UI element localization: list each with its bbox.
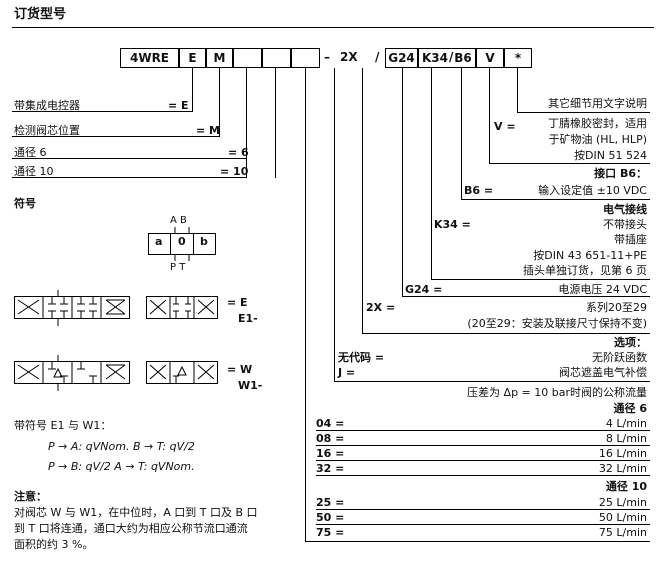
2x-note: (20至29：安装及联接尺寸保持不变): [467, 317, 647, 330]
symbol-e-label: = E: [227, 296, 248, 309]
ng10-label: 通径 10: [14, 165, 54, 178]
star-line-1: 其它细节用文字说明: [548, 97, 647, 110]
code-e: E: [179, 48, 206, 68]
k34-line-4: 插头单独订货，见第 6 页: [523, 264, 647, 277]
2x-desc: 系列20至29: [586, 301, 647, 314]
sym-cell-b: b: [200, 235, 208, 248]
none-code: 无代码 =: [338, 351, 385, 364]
ng6-row-value: 32 L/min: [598, 462, 647, 475]
b6-desc: 输入设定值 ±10 VDC: [538, 184, 647, 197]
valve-symbol-e1: [14, 290, 130, 330]
symbols-heading: 符号: [14, 197, 36, 210]
flow-heading: 压差为 Δp = 10 bar时阀的公称流量: [467, 386, 647, 399]
ng10-flow-heading: 通径 10: [605, 480, 647, 493]
ng6-row-value: 4 L/min: [605, 417, 647, 430]
symbol-e1-label: E1-: [238, 312, 258, 325]
code-2x: 2X: [340, 50, 358, 64]
ng10-row-code: 75 =: [316, 526, 345, 539]
option-m-code: = M: [196, 124, 220, 137]
g24-code: G24 =: [405, 283, 443, 296]
j-desc: 阀芯遮盖电气补偿: [559, 366, 647, 379]
ng6-row-code: 16 =: [316, 447, 345, 460]
e1w1-note: 带符号 E1 与 W1：: [14, 419, 112, 432]
code-k34: K34: [418, 48, 451, 68]
spool-symbol-center: [148, 227, 216, 265]
ng6-row-code: 08 =: [316, 432, 345, 445]
options-heading: 选项：: [614, 336, 647, 349]
code-slash-2: /: [449, 50, 454, 64]
b6-code: B6 =: [464, 184, 494, 197]
code-v: V: [476, 48, 504, 68]
sym-ports-top: A B: [170, 215, 187, 226]
ng6-flow-heading: 通径 6: [613, 402, 647, 415]
v-code: V =: [494, 120, 516, 133]
star-line-4: 按DIN 51 524: [574, 149, 647, 162]
option-e-code: = E: [168, 99, 189, 112]
ng6-row-code: 04 =: [316, 417, 345, 430]
ng6-row-value: 8 L/min: [605, 432, 647, 445]
code-blank-2: [262, 48, 291, 68]
code-4wre: 4WRE: [120, 48, 179, 68]
option-m-label: 检测阀芯位置: [14, 124, 80, 137]
valve-symbol-w: [146, 355, 218, 395]
formula-1: P → A: qVNom. B → T: qV/2: [48, 440, 195, 453]
sym-ports-bottom: P T: [170, 262, 186, 273]
ng6-row-code: 32 =: [316, 462, 345, 475]
ng6-code: = 6: [228, 146, 249, 159]
ng10-row-value: 25 L/min: [598, 496, 647, 509]
code-blank-3: [291, 48, 320, 68]
note-heading: 注意：: [14, 490, 47, 503]
2x-code: 2X =: [366, 301, 396, 314]
j-code: J =: [338, 366, 356, 379]
code-g24: G24: [385, 48, 418, 68]
none-desc: 无阶跃函数: [592, 351, 647, 364]
ng10-row-code: 25 =: [316, 496, 345, 509]
code-slash-1: /: [375, 50, 380, 64]
code-m: M: [206, 48, 233, 68]
ng10-row-value: 75 L/min: [598, 526, 647, 539]
ng6-row-value: 16 L/min: [598, 447, 647, 460]
k34-code: K34 =: [434, 218, 471, 231]
note-line-3: 面积的约 3 %。: [14, 538, 94, 551]
g24-desc: 电源电压 24 VDC: [558, 283, 647, 296]
b6-heading: 接口 B6：: [594, 167, 647, 180]
symbol-w-label: = W: [227, 363, 253, 376]
sym-cell-a: a: [155, 235, 163, 248]
note-line-2: 到 T 口将连通，通口大约为相应公称节流口通流: [14, 522, 248, 535]
sym-cell-0: 0: [178, 235, 186, 248]
page-title: 订货型号: [14, 7, 67, 22]
code-dash: –: [324, 50, 330, 64]
k34-line-1: 不带接头: [603, 218, 647, 231]
ng10-row-code: 50 =: [316, 511, 345, 524]
code-b6: B6: [451, 48, 476, 68]
valve-symbol-e: [146, 290, 218, 330]
option-e-label: 带集成电控器: [14, 99, 80, 112]
star-line-2: 丁腈橡胶密封，适用: [548, 117, 647, 130]
valve-symbol-w1: [14, 355, 130, 395]
ng10-code: = 10: [220, 165, 249, 178]
code-blank-1: [233, 48, 262, 68]
ng6-label: 通径 6: [14, 146, 47, 159]
k34-line-3: 按DIN 43 651-11+PE: [533, 249, 647, 262]
title-divider: [12, 27, 654, 28]
symbol-w1-label: W1-: [238, 379, 263, 392]
k34-line-2: 带插座: [614, 233, 647, 246]
k34-heading: 电气接线: [603, 203, 647, 216]
star-line-3: 于矿物油 (HL, HLP): [548, 133, 647, 146]
note-line-1: 对阀芯 W 与 W1，在中位时，A 口到 T 口及 B 口: [14, 506, 258, 519]
ng10-row-value: 50 L/min: [598, 511, 647, 524]
code-star: *: [504, 48, 532, 68]
formula-2: P → B: qV/2 A → T: qVNom.: [48, 460, 195, 473]
